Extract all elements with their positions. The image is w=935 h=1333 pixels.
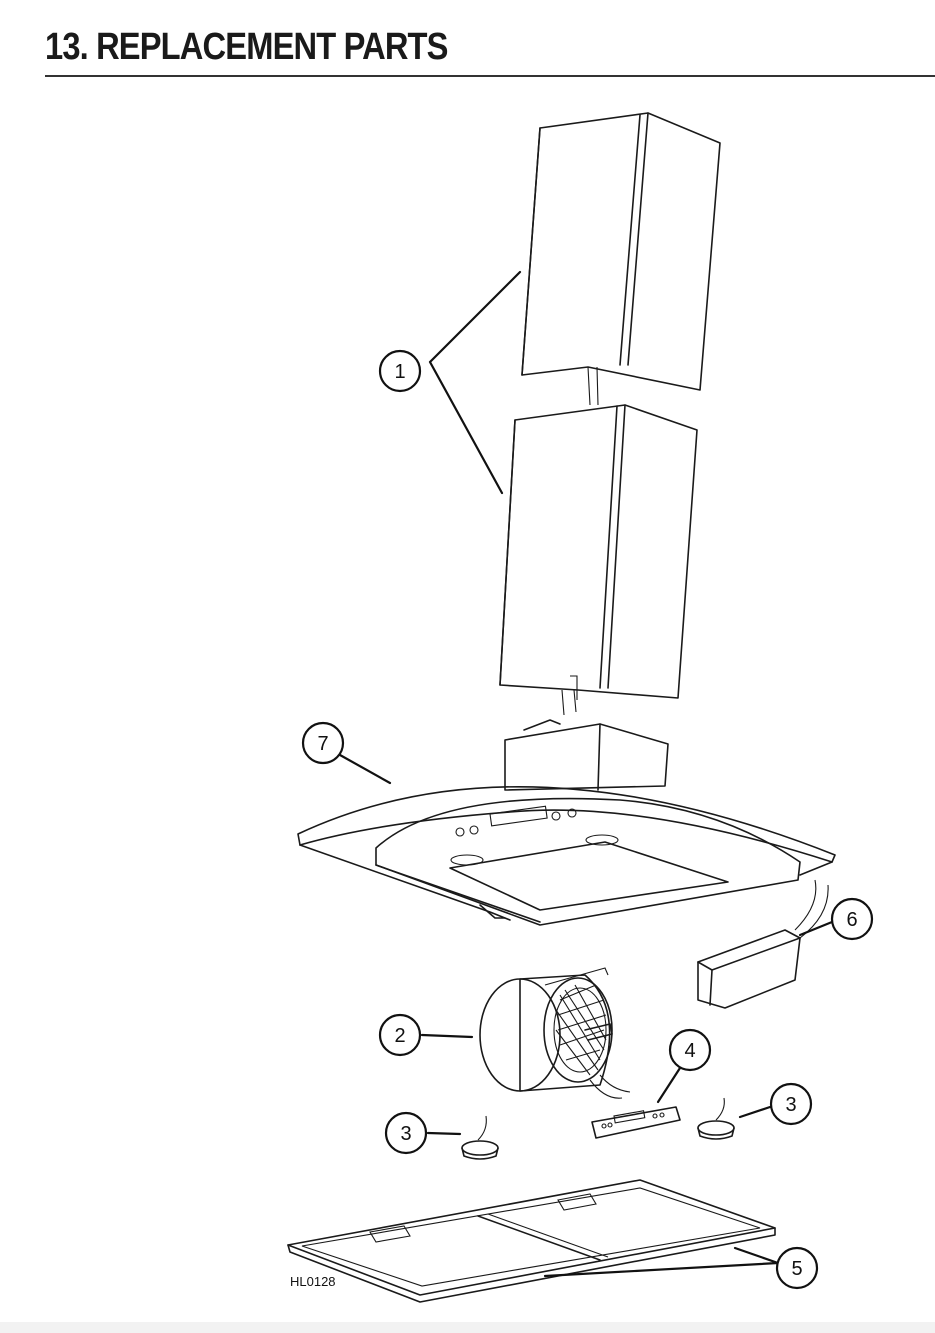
- svg-text:4: 4: [684, 1040, 695, 1062]
- figure-code: HL0128: [290, 1274, 336, 1289]
- upper-chimney-cover: [521, 112, 721, 406]
- callout-1: 1: [378, 349, 422, 393]
- callout-6: 6: [830, 897, 874, 941]
- light-right: [697, 1097, 735, 1140]
- lower-chimney-cover: [499, 404, 698, 716]
- svg-text:3: 3: [785, 1094, 796, 1116]
- light-left: [461, 1115, 499, 1160]
- callout-5: 5: [775, 1246, 819, 1290]
- driver-box: [697, 879, 829, 1009]
- page-bottom-band: [0, 1322, 935, 1333]
- svg-text:2: 2: [394, 1025, 405, 1047]
- svg-text:3: 3: [400, 1123, 411, 1145]
- page-title: 13. REPLACEMENT PARTS: [45, 26, 448, 68]
- callout-3-left: 3: [384, 1111, 428, 1155]
- callout-4: 4: [668, 1028, 712, 1072]
- title-rule: [45, 75, 935, 77]
- control-panel: [591, 1106, 681, 1139]
- hood-body: [297, 719, 836, 926]
- callout-2: 2: [378, 1013, 422, 1057]
- svg-text:7: 7: [317, 733, 328, 755]
- grease-filters: [287, 1179, 776, 1303]
- callout-7: 7: [301, 721, 345, 765]
- svg-text:1: 1: [394, 361, 405, 383]
- svg-text:6: 6: [846, 909, 857, 931]
- svg-text:5: 5: [791, 1258, 802, 1280]
- blower-motor: [479, 967, 631, 1099]
- callout-3-right: 3: [769, 1082, 813, 1126]
